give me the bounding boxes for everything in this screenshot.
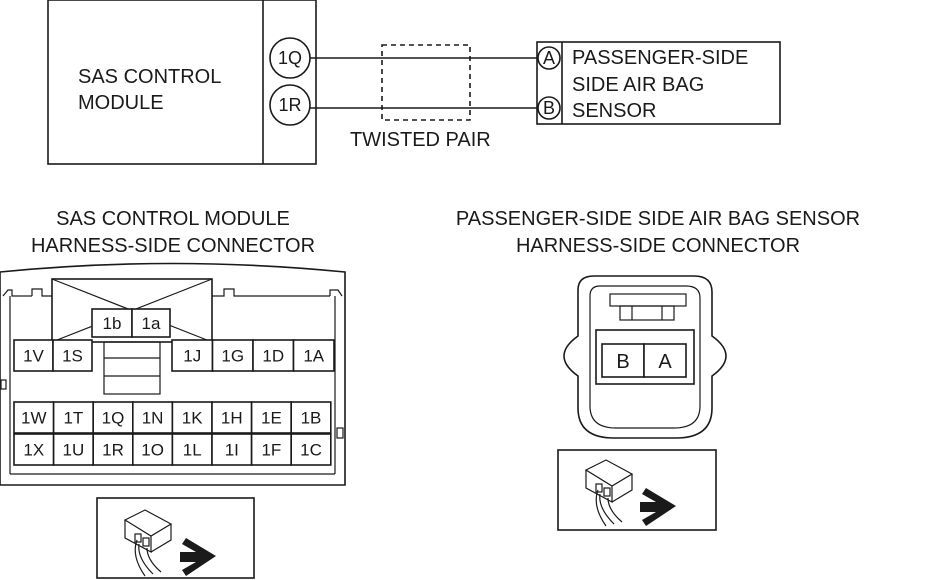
terminal-1r-label: 1R [278,95,301,115]
terminal-1q-label: 1Q [278,48,302,68]
connector-plug-icon-2 [584,459,634,527]
pin-1i: 1I [211,433,253,466]
pin-1u-label: 1U [63,441,85,460]
sensor-connector-view-indicator [557,449,717,531]
module-connector-title-line1: SAS CONTROL MODULE [56,208,290,230]
air-bag-sensor-connector-face: B A [563,275,727,439]
sensor-label-line1: PASSENGER-SIDE [572,47,748,69]
pin-1d-label: 1D [262,347,284,366]
pin-1k-label: 1K [182,409,203,428]
pin-1r: 1R [92,433,134,466]
pin-1g: 1G [211,339,254,372]
pin-1h-label: 1H [221,409,243,428]
connector-plug-icon [123,509,173,577]
sas-control-module-block: SAS CONTROL MODULE [47,0,317,165]
sensor-label-line3: SENSOR [572,100,656,122]
pin-1n: 1N [132,401,174,434]
pin-1l: 1L [171,433,213,466]
blank-cavity-block [103,341,161,395]
pin-1q-label: 1Q [102,409,125,428]
twisted-pair-shield [381,44,471,121]
pin-1a: 1A [292,339,335,372]
twisted-pair-label: TWISTED PAIR [350,129,491,151]
pin-1d: 1D [252,339,295,372]
pin-1c: 1C [290,433,332,466]
pin-1f: 1F [250,433,293,466]
module-terminal-1q: 1Q [269,37,311,79]
pin-1f-label: 1F [261,441,281,460]
pin-1o: 1O [132,433,174,466]
pin-1e: 1E [250,401,293,434]
pin-1l-label: 1L [183,441,202,460]
pin-1u: 1U [52,433,94,466]
pin-1o-label: 1O [141,441,164,460]
pin-1s: 1S [52,339,93,372]
pin-1w-label: 1W [21,409,47,428]
sensor-connector-title-line2: HARNESS-SIDE CONNECTOR [516,235,800,257]
pin-1e-label: 1E [261,409,282,428]
pin-1v-label: 1V [23,347,44,366]
pin-1x-label: 1X [23,441,44,460]
sensor-terminal-b-label: B [543,98,555,118]
pin-1t-label: 1T [63,409,83,428]
pin-1i-label: 1I [225,441,239,460]
pin-1q: 1Q [92,401,134,434]
module-connector-title-line2: HARNESS-SIDE CONNECTOR [31,235,315,257]
pin-1k: 1K [171,401,213,434]
pin-1b-label: 1b [103,314,122,333]
pin-1a-label: 1A [303,347,324,366]
sensor-connector-title-line1: PASSENGER-SIDE SIDE AIR BAG SENSOR [456,208,860,230]
pin-1t: 1T [52,401,94,434]
pin-1a [131,308,171,338]
pin-1b-label: 1B [301,409,322,428]
module-terminal-1r: 1R [269,84,311,126]
insertion-arrow-icon-2 [640,488,676,526]
pin-1b: 1B [290,401,332,434]
module-label-line2: MODULE [78,92,164,114]
sensor-pin-a-label: A [658,351,672,373]
pin-1a-label: 1a [142,314,161,333]
sensor-pin-a [643,343,687,378]
pin-1h: 1H [211,401,253,434]
pin-1v: 1V [13,339,54,372]
sensor-terminal-a [537,46,561,70]
pin-1g-label: 1G [221,347,244,366]
sensor-pin-b-label: B [616,351,629,373]
pin-1c-label: 1C [300,441,322,460]
sensor-terminal-a-label: A [543,48,555,68]
pin-1j: 1J [171,339,214,372]
sensor-terminal-b [537,96,561,120]
module-connector-view-indicator [96,497,255,579]
pin-1r-label: 1R [102,441,124,460]
pin-1s-label: 1S [62,347,83,366]
pin-1x: 1X [13,433,55,466]
pin-1j-label: 1J [183,347,201,366]
pin-1w: 1W [13,401,55,434]
sensor-label-line2: SIDE AIR BAG [572,74,704,96]
pin-1n-label: 1N [142,409,164,428]
insertion-arrow-icon [180,538,216,576]
sas-module-connector-face: 1b 1a 1V 1S 1J 1G 1D 1A 1W 1T 1Q 1N 1K 1H 1E 1B 1X 1… [0,262,346,486]
module-label-line1: SAS CONTROL [78,66,221,88]
passenger-side-air-bag-sensor-block: A B PASSENGER-SIDE SIDE AIR BAG SENSOR [536,41,781,125]
